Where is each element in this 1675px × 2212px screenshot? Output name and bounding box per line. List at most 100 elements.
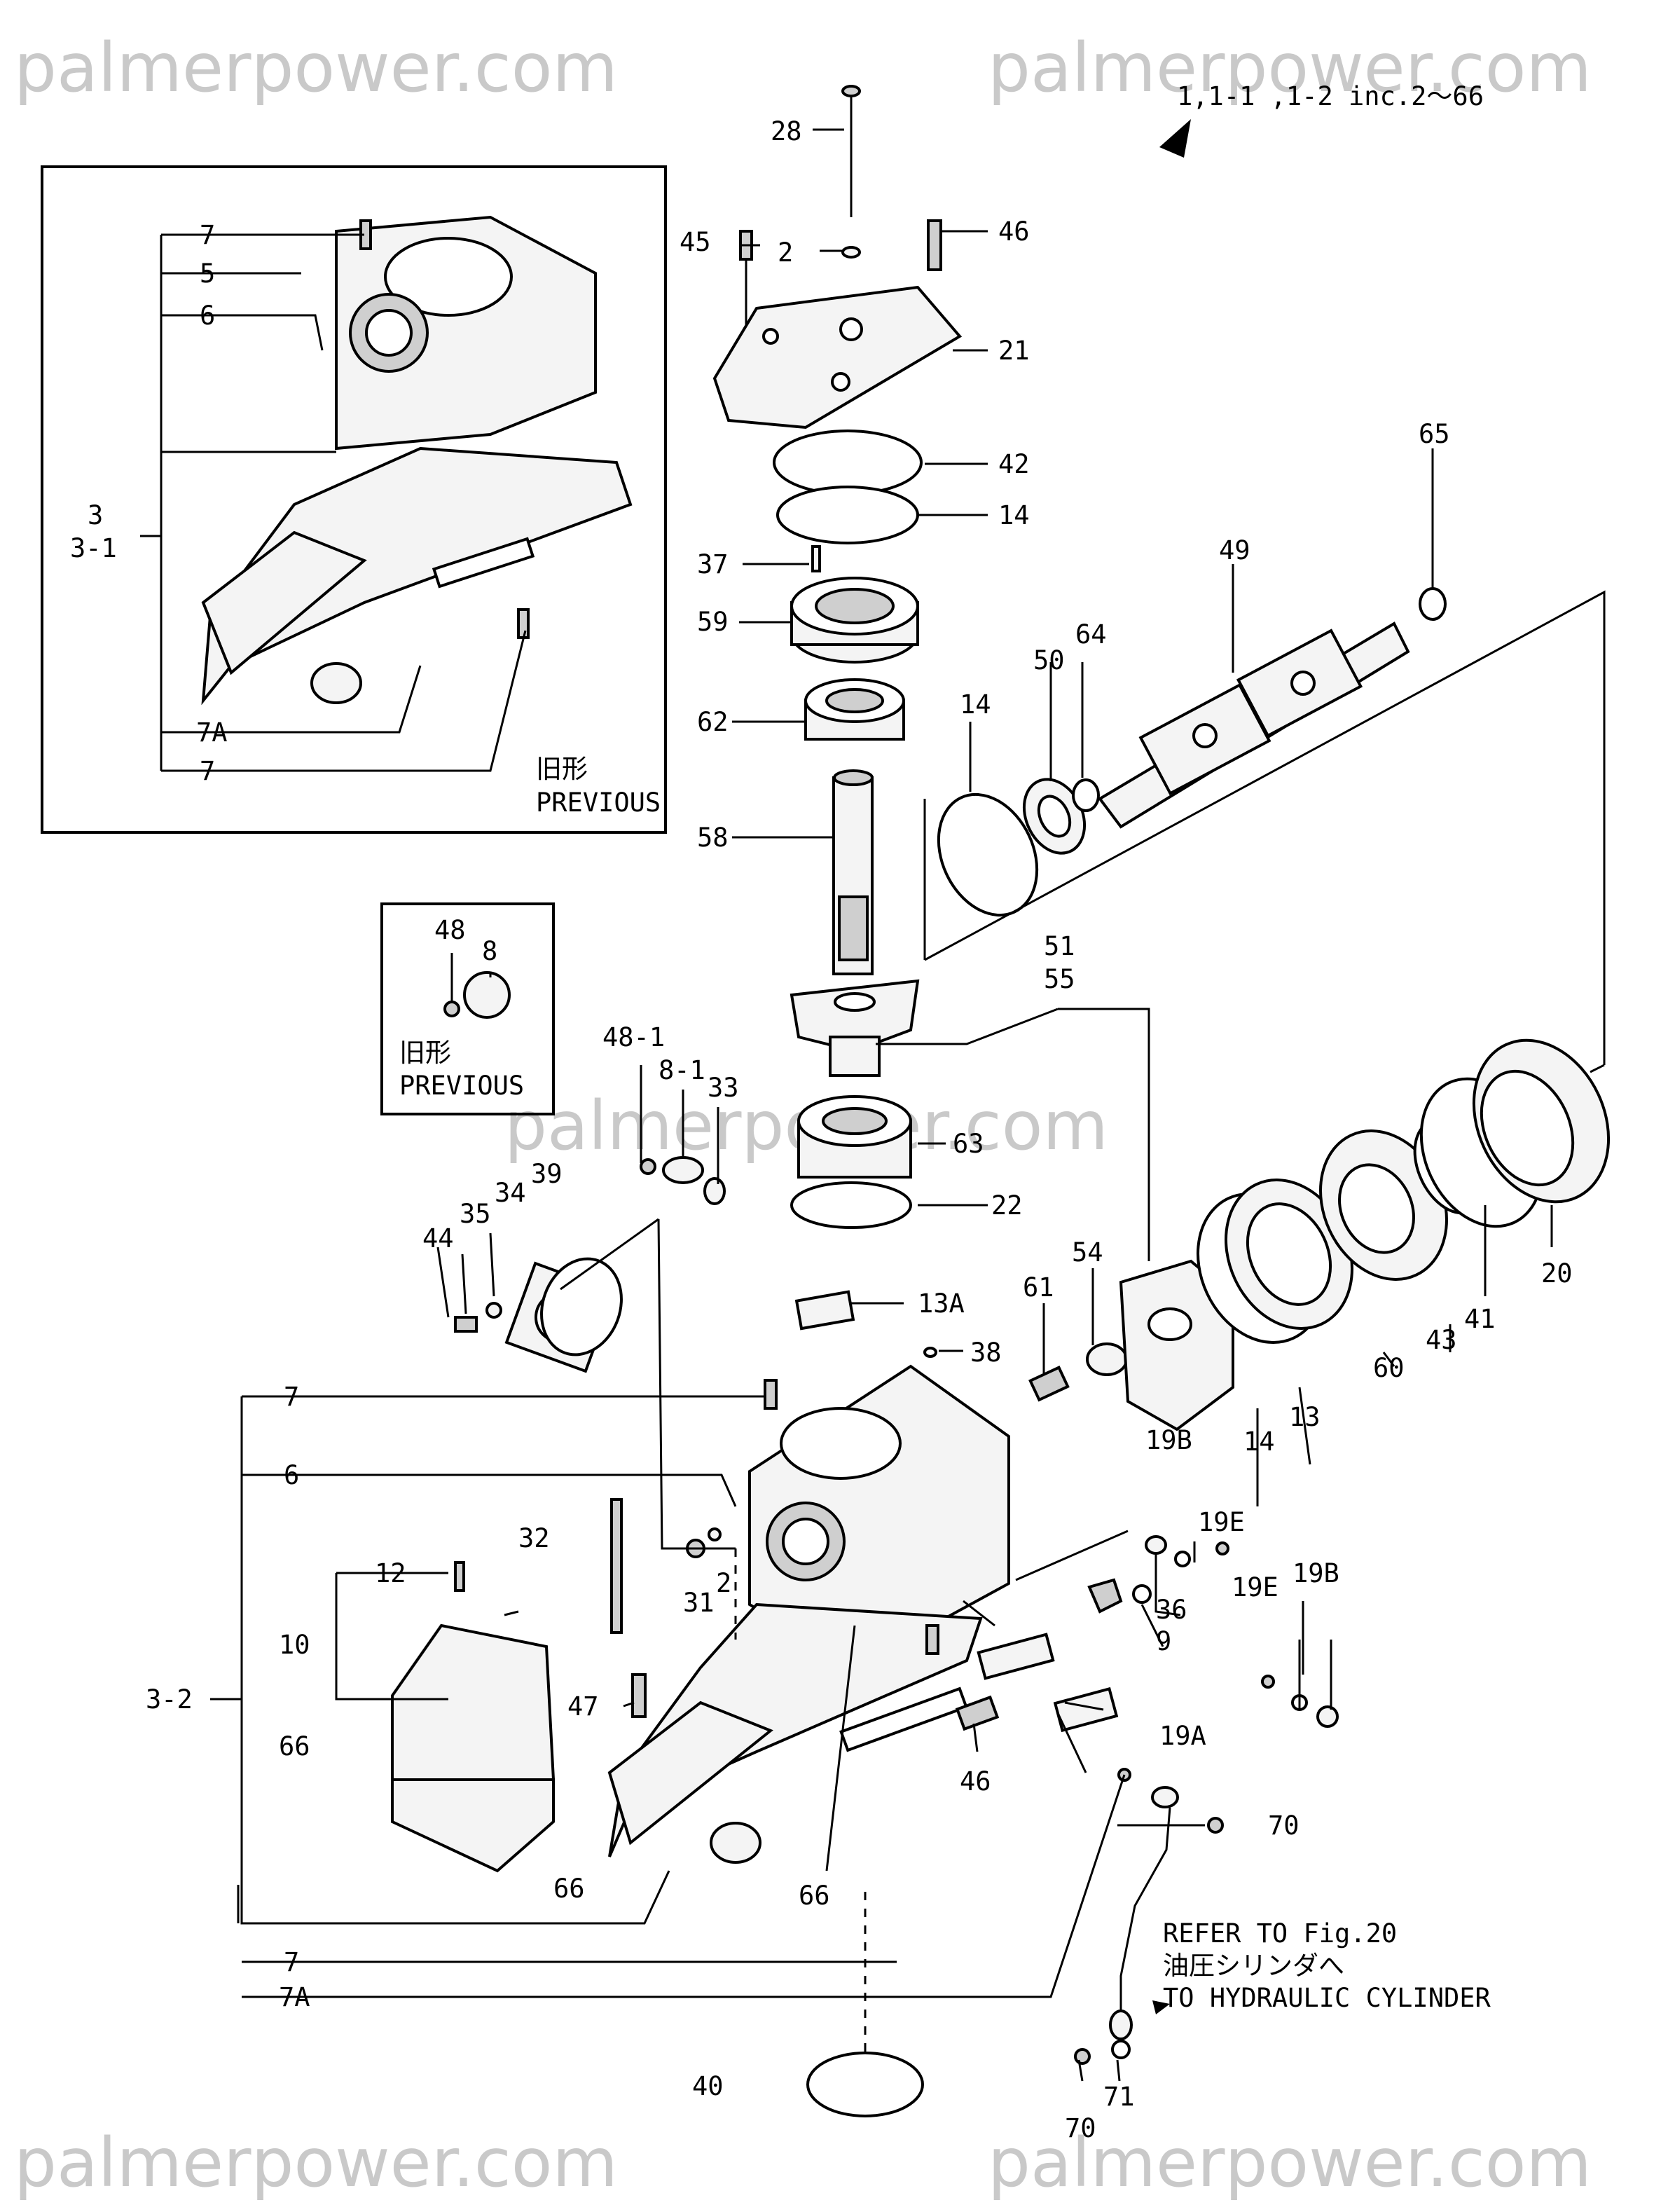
callout-34: 34 — [495, 1178, 526, 1208]
callout-9: 9 — [1156, 1626, 1171, 1656]
callout-70: 70 — [1268, 1811, 1300, 1841]
callout-66: 66 — [799, 1881, 830, 1911]
callout-14: 14 — [1243, 1427, 1275, 1457]
callout-61: 61 — [1023, 1272, 1054, 1303]
callout-60: 60 — [1373, 1353, 1405, 1383]
callout-58: 58 — [697, 823, 729, 853]
note-jp: 油圧シリンダへ — [1163, 1951, 1344, 1981]
o-ring-40-drawing — [806, 2052, 924, 2117]
callout-14: 14 — [960, 689, 991, 720]
callout-66: 66 — [553, 1874, 585, 1904]
anode-cover-drawing — [391, 1561, 556, 1873]
callout-36: 36 — [1156, 1595, 1187, 1625]
callout-3-2: 3-2 — [146, 1684, 193, 1715]
callout-14: 14 — [998, 500, 1030, 530]
previous-label-jp: 旧形 — [536, 754, 588, 784]
bolt-48-drawing — [443, 1001, 460, 1017]
callout-46: 46 — [960, 1766, 991, 1797]
callout-37: 37 — [697, 549, 729, 579]
main-gear-case-drawing — [607, 1364, 1010, 1864]
callout-45: 45 — [680, 227, 711, 257]
callout-63: 63 — [953, 1129, 984, 1159]
callout-5: 5 — [200, 259, 215, 289]
callout-48-1: 48-1 — [602, 1022, 665, 1052]
callout-7: 7 — [284, 1947, 299, 1977]
watermark: palmerpower.com — [988, 2124, 1592, 2202]
callout-12: 12 — [375, 1558, 406, 1588]
callout-7a: 7A — [196, 717, 228, 748]
callout-19a: 19A — [1159, 1721, 1206, 1751]
callout-49: 49 — [1219, 535, 1250, 565]
callout-32: 32 — [518, 1523, 550, 1553]
callout-66: 66 — [279, 1731, 310, 1761]
callout-19e: 19E — [1232, 1572, 1278, 1602]
callout-7: 7 — [200, 756, 215, 786]
watermark: palmerpower.com — [14, 29, 618, 107]
callout-43: 43 — [1426, 1325, 1457, 1355]
callout-8: 8 — [482, 936, 497, 966]
callout-19b: 19B — [1145, 1425, 1192, 1455]
callout-54: 54 — [1072, 1237, 1103, 1268]
callout-31: 31 — [683, 1588, 715, 1618]
ground-wire-drawing — [1074, 1768, 1224, 2065]
callout-55: 55 — [1044, 964, 1075, 994]
note-to-hydraulic-cylinder: TO HYDRAULIC CYLINDER — [1163, 1983, 1491, 2013]
callout-leader-lines — [436, 128, 1606, 2082]
callout-19b: 19B — [1293, 1558, 1339, 1588]
callout-22: 22 — [991, 1190, 1023, 1221]
callout-48: 48 — [434, 915, 466, 945]
callout-44: 44 — [422, 1223, 454, 1253]
horizontal-shaft-assembly — [937, 587, 1447, 917]
callout-50: 50 — [1033, 645, 1065, 675]
callout-35: 35 — [460, 1199, 491, 1229]
callout-71: 71 — [1103, 2082, 1135, 2112]
callout-51: 51 — [1044, 931, 1075, 961]
callout-21: 21 — [998, 336, 1030, 366]
callout-41: 41 — [1464, 1304, 1496, 1334]
callout-59: 59 — [697, 607, 729, 637]
callout-64: 64 — [1075, 619, 1107, 650]
side-cover-parts — [454, 1156, 726, 1373]
previous-box-small — [380, 902, 555, 1115]
previous-label-en-small: PREVIOUS — [399, 1071, 524, 1101]
small-parts-right — [794, 1290, 1339, 1733]
callout-42: 42 — [998, 449, 1030, 479]
previous-label-jp-small: 旧形 — [399, 1038, 451, 1068]
callout-19e: 19E — [1198, 1507, 1245, 1537]
callout-38: 38 — [970, 1338, 1002, 1368]
callout-13a: 13A — [918, 1289, 965, 1319]
callout-10: 10 — [279, 1630, 310, 1660]
bracket-lines-main — [210, 1395, 1126, 1998]
previous-gear-case-drawing — [201, 215, 633, 706]
watermark: palmerpower.com — [14, 2124, 618, 2202]
callout-40: 40 — [692, 2071, 724, 2101]
callout-33: 33 — [708, 1073, 739, 1103]
direction-arrow-icon — [1159, 119, 1191, 158]
callout-62: 62 — [697, 707, 729, 737]
callout-2: 2 — [716, 1568, 731, 1598]
callout-28: 28 — [771, 116, 802, 146]
callout-70: 70 — [1065, 2113, 1096, 2143]
callout-8-1: 8-1 — [659, 1055, 705, 1085]
watermark: palmerpower.com — [988, 29, 1592, 107]
callout-13: 13 — [1289, 1402, 1321, 1432]
callout-7a: 7A — [279, 1982, 310, 2012]
callout-65: 65 — [1419, 419, 1450, 449]
callout-3: 3 — [88, 500, 103, 530]
callout-7: 7 — [200, 220, 215, 250]
note-refer-fig: REFER TO Fig.20 — [1163, 1918, 1397, 1949]
callout-39: 39 — [531, 1159, 563, 1189]
callout-3-1: 3-1 — [70, 533, 117, 563]
callout-20: 20 — [1541, 1258, 1573, 1289]
lower-horizontal-stack — [1028, 1038, 1611, 1431]
previous-box-large — [41, 165, 667, 834]
previous-label-en: PREVIOUS — [536, 788, 661, 818]
callout-2: 2 — [778, 238, 793, 268]
callout-7: 7 — [284, 1382, 299, 1412]
callout-6: 6 — [284, 1460, 299, 1490]
callout-lines-previous — [140, 233, 527, 772]
callout-47: 47 — [567, 1691, 599, 1722]
callout-46: 46 — [998, 217, 1030, 247]
applicability-text: 1,1-1 ,1-2 inc.2〜66 — [1177, 81, 1484, 111]
